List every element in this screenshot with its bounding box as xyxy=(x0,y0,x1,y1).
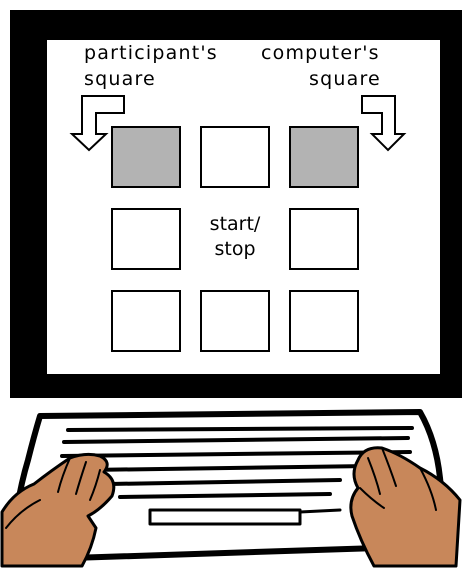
computer-label-line1: computer's xyxy=(261,42,380,64)
square-middle-left[interactable] xyxy=(111,208,181,270)
start-stop-label[interactable]: start/ stop xyxy=(200,212,270,262)
participant-down-arrow-icon xyxy=(69,95,125,152)
square-bottom-middle[interactable] xyxy=(200,290,270,352)
square-top-right[interactable] xyxy=(289,126,359,188)
square-middle-right[interactable] xyxy=(289,208,359,270)
participant-label-line1: participant's xyxy=(84,42,218,64)
participant-label-line2: square xyxy=(84,68,156,90)
keyboard-icon xyxy=(7,409,446,563)
start-stop-line2: stop xyxy=(214,238,256,260)
square-top-middle[interactable] xyxy=(200,126,270,188)
square-top-left[interactable] xyxy=(111,126,181,188)
right-hand-icon xyxy=(349,446,462,568)
start-stop-line1: start/ xyxy=(209,213,261,235)
left-hand-icon xyxy=(0,452,116,568)
square-bottom-right[interactable] xyxy=(289,290,359,352)
square-bottom-left[interactable] xyxy=(111,290,181,352)
computer-down-arrow-icon xyxy=(361,95,407,152)
computer-label-line2: square xyxy=(309,68,381,90)
